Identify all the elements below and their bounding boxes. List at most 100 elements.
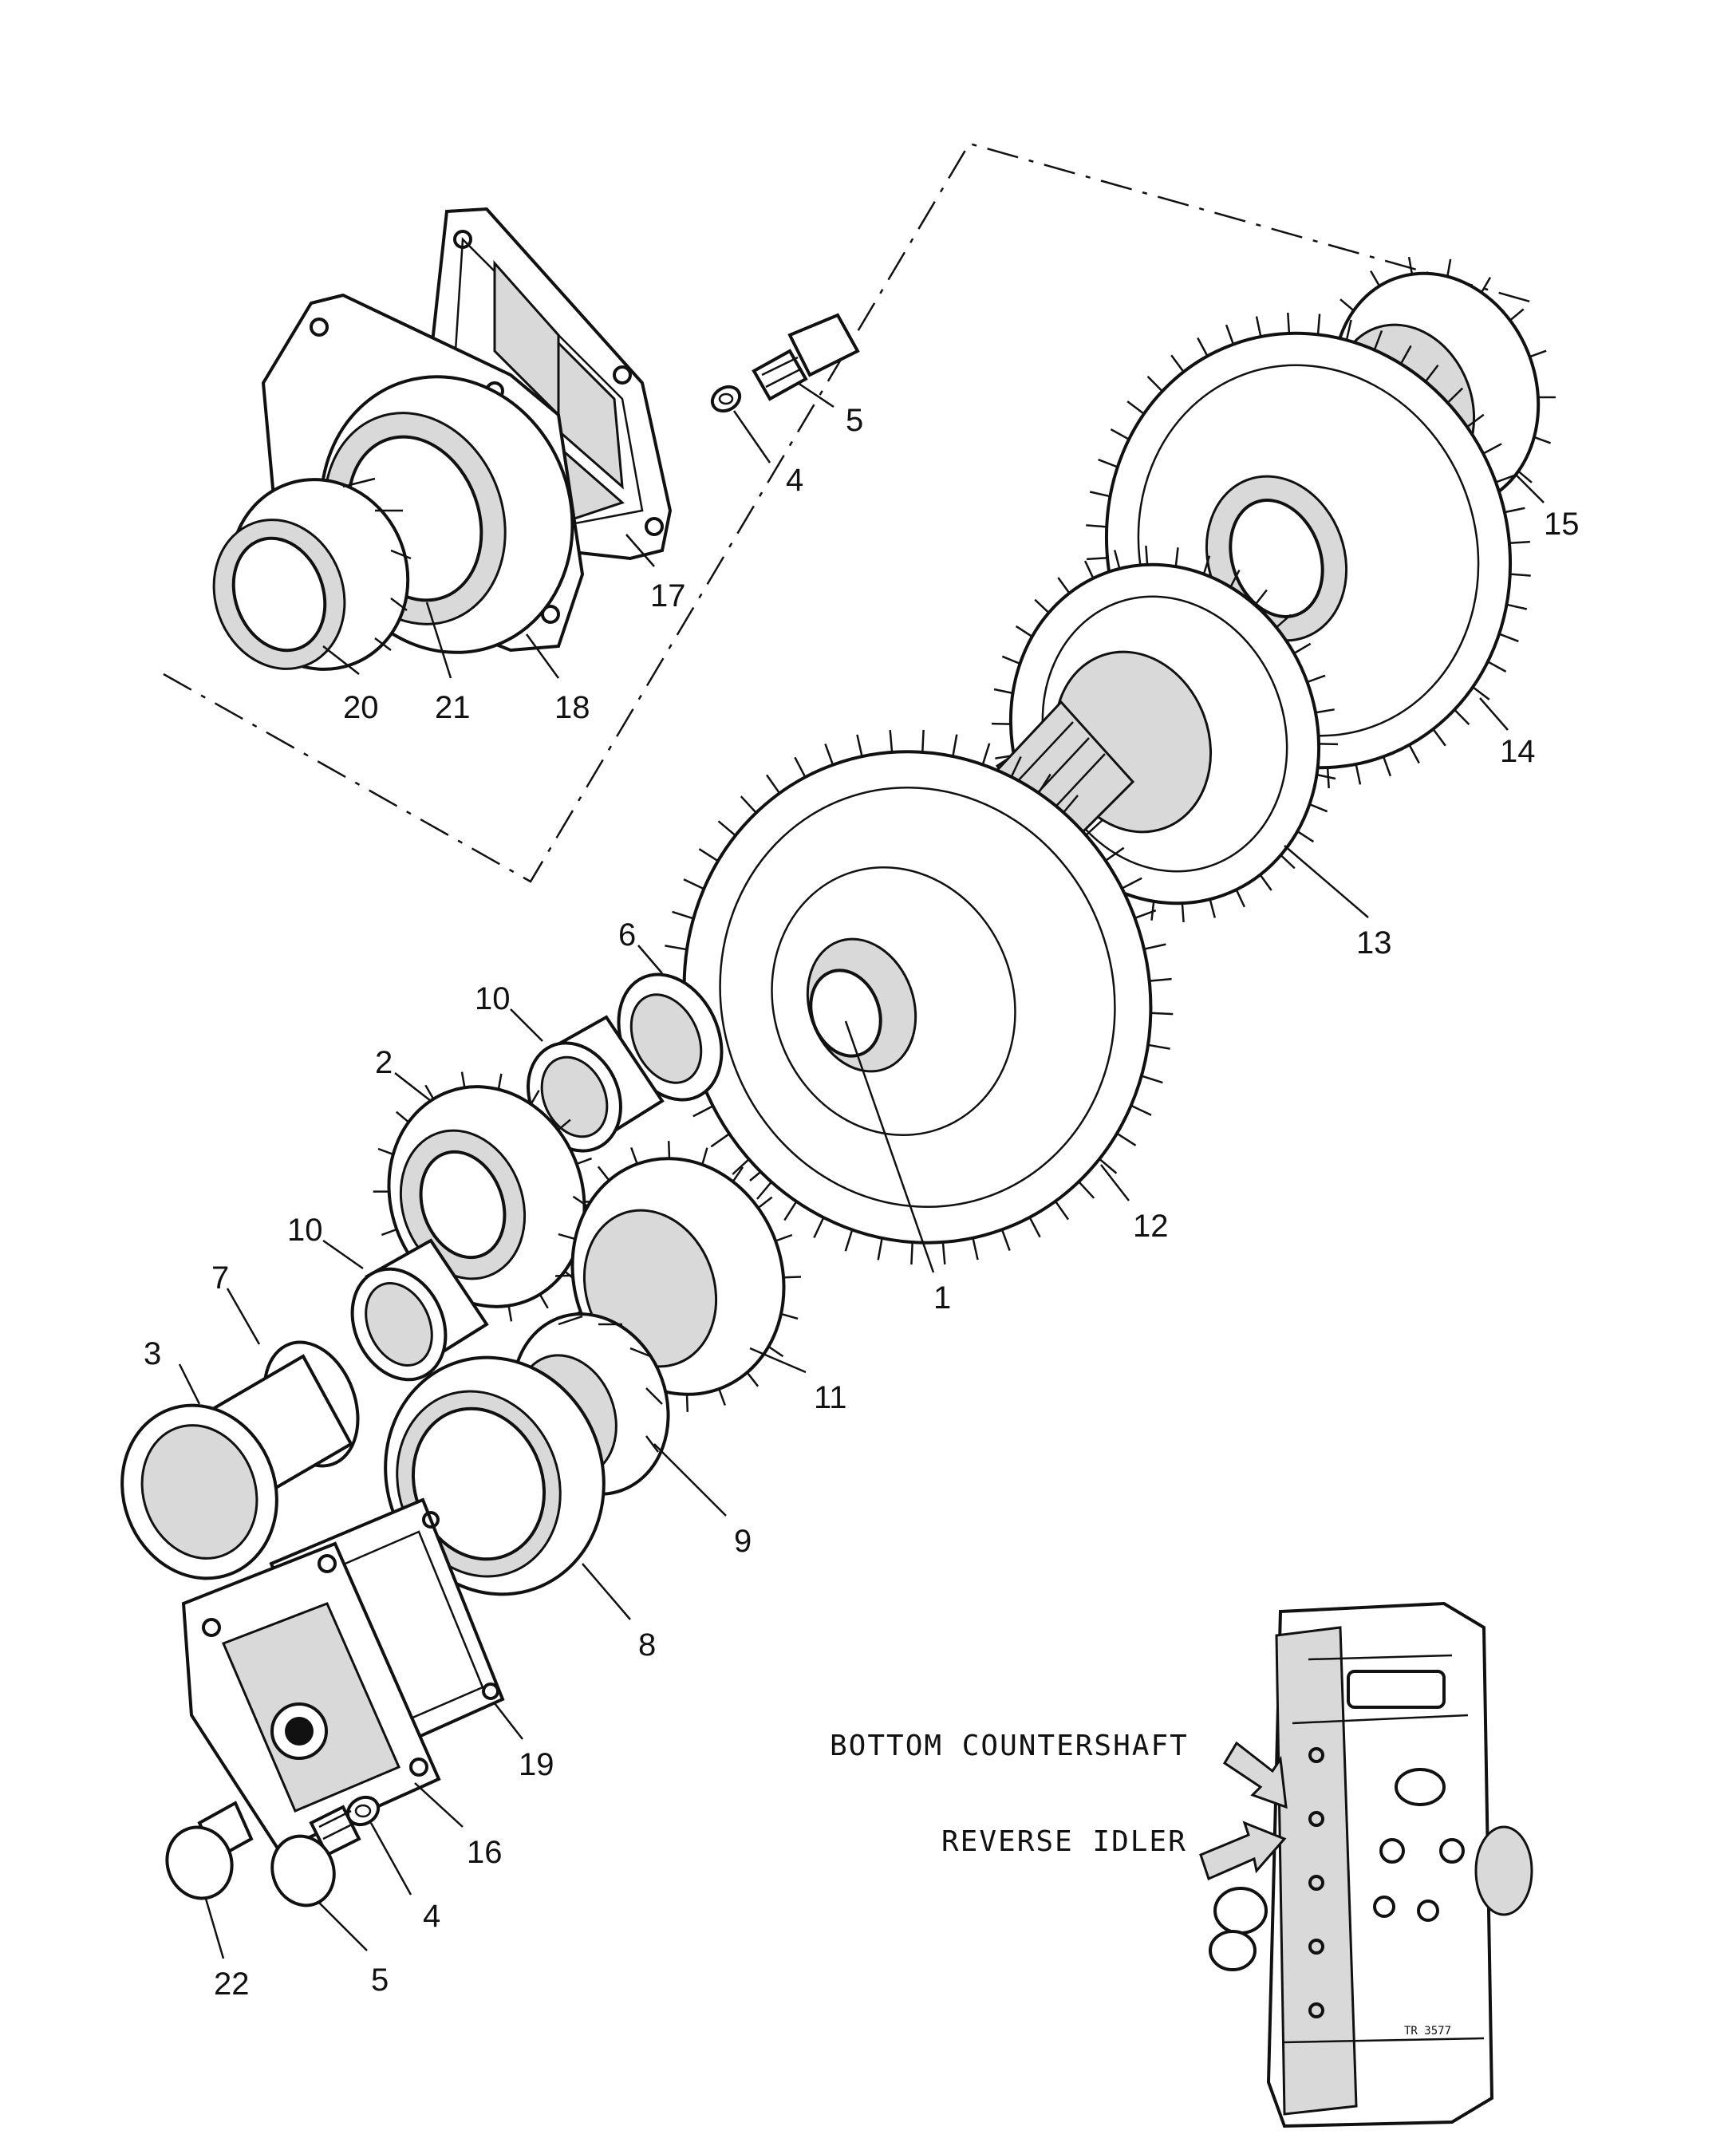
gear-tooth [1034,598,1050,614]
gear-tooth [1235,889,1246,908]
gear-tooth [783,1201,798,1221]
gear-tooth [767,1345,784,1358]
callout-11: 11 [814,1380,847,1415]
callout-2: 2 [375,1045,393,1080]
callout-10-upper: 10 [475,981,511,1016]
gear-tooth [1225,324,1235,345]
gear-tooth [1086,524,1107,528]
gear-tooth [746,1371,760,1387]
gear-tooth [1529,349,1547,358]
gear-tooth [1181,903,1185,923]
gear-tooth [1280,854,1296,870]
callout-19: 19 [519,1747,554,1782]
gear-tooth [1170,354,1185,373]
gear-tooth [1316,314,1321,335]
gear-tooth [539,1293,549,1309]
gear-tooth [1145,545,1149,565]
gear-tooth [692,1105,714,1118]
gear-tooth [1482,443,1502,455]
gear-tooth [1143,943,1166,950]
callout-22: 22 [214,1967,250,2002]
gear-tooth [1296,830,1315,843]
gear-tooth [1054,1200,1070,1221]
gear-tooth [1141,1075,1163,1084]
gear-tooth [1229,570,1241,588]
gear-tooth [856,734,863,757]
arrow-bottom-countershaft [1222,1741,1288,1809]
gear-tooth [1509,540,1530,545]
gear-tooth [1105,846,1125,862]
gear-tooth [507,1305,513,1322]
gear-tooth [1146,376,1163,393]
inset-plate-code: TR 3577 [1404,2025,1451,2038]
part-4-washer-top [710,385,742,413]
callout-14: 14 [1500,734,1536,769]
gear-tooth [783,1276,802,1279]
callout-17: 17 [650,578,686,613]
callout-20: 20 [343,690,379,725]
gear-tooth [1063,795,1079,814]
gear-tooth [572,1195,589,1208]
gear-tooth [981,743,991,765]
inset-arrows [1199,1741,1288,1881]
gear-tooth [740,795,757,814]
gear-tooth [1150,1012,1174,1016]
gear-tooth [1373,329,1383,351]
gear-tooth [1315,708,1335,714]
inset-housing: TR 3577 [1209,1601,1533,2128]
part-6-thrust-washer [617,972,724,1102]
gear-tooth [1498,633,1519,643]
gear-tooth [1147,1043,1170,1050]
part-10-needle-bearing-lower [350,1238,489,1382]
gear-tooth [1010,755,1022,778]
gear-tooth [1407,256,1414,275]
gear-tooth [1345,319,1352,341]
gear-tooth [1432,728,1446,747]
gear-tooth [1355,763,1362,785]
gear-tooth [1130,1104,1152,1116]
gear-tooth [780,1312,799,1320]
gear-tooth [1028,1217,1041,1238]
gear-tooth [1174,547,1179,567]
gear-tooth [765,774,781,795]
gear-tooth [630,1146,638,1165]
gear-tooth [1197,337,1209,357]
gear-tooth [460,1071,466,1088]
gear-tooth [1209,898,1217,918]
gear-tooth [558,1233,576,1241]
callout-15: 15 [1544,507,1580,542]
gear-tooth [1078,1181,1095,1199]
gear-tooth [972,1237,979,1260]
gear-tooth [710,1133,730,1148]
gear-tooth [1487,661,1507,673]
leader-lines [178,381,1545,1959]
callout-21: 21 [435,690,471,725]
callout-3: 3 [144,1336,161,1371]
callout-8: 8 [638,1627,656,1663]
gear-tooth [1339,298,1355,312]
gear-tooth [1116,1132,1137,1146]
gear-tooth [530,1090,540,1105]
gear-tooth [381,1228,397,1237]
gear-tooth [1446,258,1452,277]
gear-tooth [1480,276,1492,294]
gear-tooth [732,1166,744,1182]
gear-tooth [1509,308,1525,322]
gear-tooth [844,1229,854,1252]
gear-tooth [921,729,925,752]
gear-tooth [1085,819,1103,836]
gear-tooth [1495,474,1516,483]
gear-tooth [685,1394,689,1412]
gear-tooth [1110,428,1130,440]
gear-tooth [1472,686,1490,700]
gear-tooth [717,820,736,837]
gear-tooth [1370,270,1381,287]
gear-tooth [1134,909,1157,919]
gear-tooth [395,1111,410,1123]
callout-9: 9 [734,1524,752,1559]
gear-tooth [756,1181,772,1200]
gear-tooth [1316,773,1336,780]
gear-tooth [1149,977,1172,982]
gear-tooth [1408,744,1420,764]
